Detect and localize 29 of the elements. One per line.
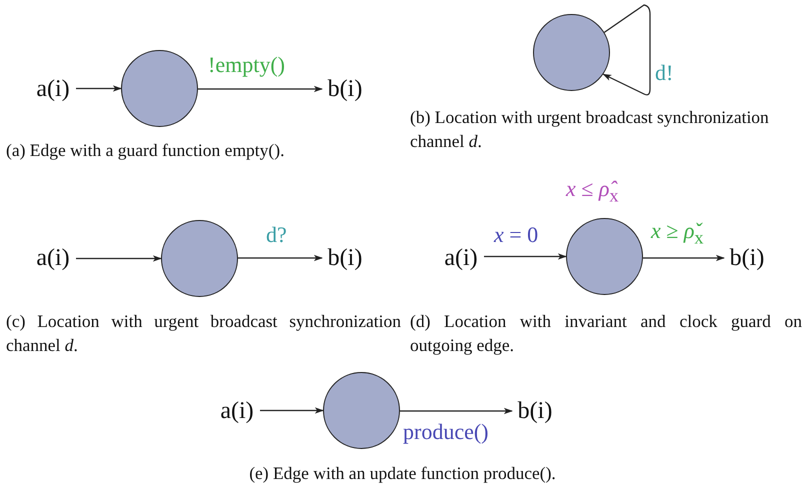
edge-label: d? (266, 224, 287, 246)
edge-label: x = 0 (494, 224, 538, 246)
node-label: a(i) (28, 241, 78, 275)
node-label: b(i) (320, 72, 370, 106)
arrow (602, 4, 651, 96)
subfigure-caption: (e) Edge with an update function produce(). (248, 462, 557, 485)
arrow (400, 408, 513, 414)
subfigure-caption: (a) Edge with a guard function empty(). (6, 139, 286, 162)
node-label: a(i) (212, 394, 262, 428)
edge-label: x ≥ ρ̌$_{x}$ (651, 220, 704, 247)
subfigure-caption: (c) Location with urgent broadcast synchronization channel d. (6, 310, 401, 357)
subfigure-caption: (d) Location with invariant and clock guard on outgoing edge. (410, 310, 802, 357)
edge-label: !empty() (208, 54, 285, 76)
subfigure-caption: (b) Location with urgent broadcast synchronization channel d. (410, 106, 770, 153)
edge-label: produce() (403, 421, 489, 443)
arrow (238, 254, 323, 262)
arrow (484, 253, 567, 260)
invariant-label: x ≤ ρ̂$_{x}$ (566, 178, 619, 205)
arrow (643, 254, 725, 262)
node-label: b(i) (510, 394, 560, 428)
node-label: a(i) (28, 72, 78, 106)
arrow (76, 255, 162, 262)
arrow (198, 86, 323, 92)
node-label: a(i) (436, 241, 486, 275)
node-label: b(i) (722, 241, 772, 275)
edge-label: d! (655, 62, 674, 84)
arrow (76, 85, 122, 92)
arrow (260, 407, 324, 414)
node-label: b(i) (320, 241, 370, 275)
